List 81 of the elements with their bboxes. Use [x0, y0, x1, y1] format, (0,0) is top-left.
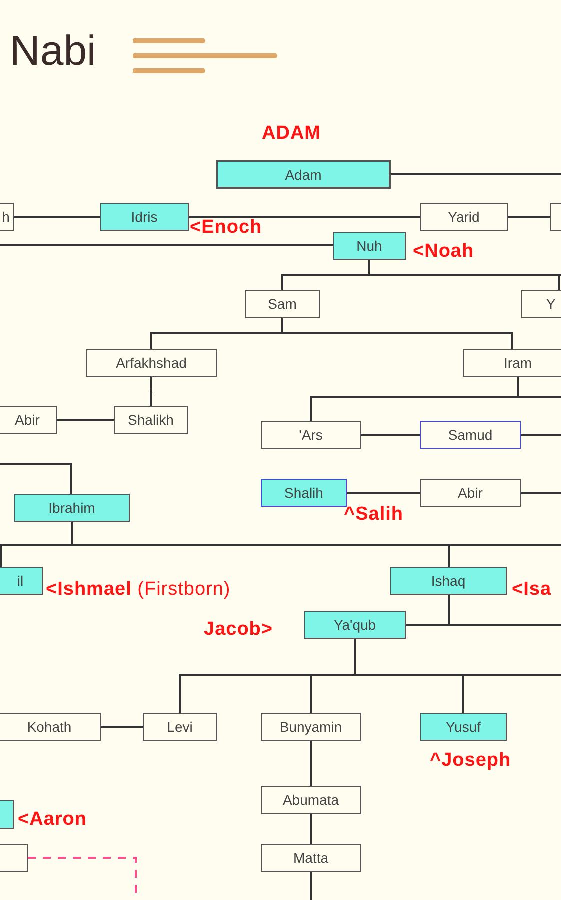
connector-line	[310, 741, 312, 786]
person-name: Y	[546, 296, 556, 312]
name-box	[390, 567, 507, 595]
connector-line	[310, 872, 312, 900]
person-name: Adam	[285, 166, 322, 182]
name-box	[420, 421, 521, 449]
connector-line	[150, 377, 152, 406]
empty-box	[0, 844, 28, 872]
name-box	[245, 290, 320, 318]
name-box	[114, 406, 188, 434]
connector-line	[354, 639, 561, 676]
person-name: Samud	[448, 427, 493, 443]
person-name: Ishaq	[431, 573, 466, 589]
connector-line	[0, 463, 72, 494]
name-box	[261, 421, 361, 449]
annotation-label: <Ishmael (Firstborn)	[46, 580, 231, 601]
annotation-label: ADAM	[262, 124, 321, 145]
connector-line	[391, 174, 561, 176]
person-name: Ya'qub	[334, 617, 376, 633]
name-box	[0, 567, 43, 595]
page-title: Nabi	[10, 28, 96, 74]
connector-line	[517, 377, 561, 398]
name-box	[0, 203, 14, 231]
person-name: 'Ars	[299, 427, 323, 443]
connector-line	[57, 419, 114, 421]
name-box	[261, 844, 361, 872]
name-box	[333, 232, 406, 260]
annotation-label: <Noah	[413, 242, 474, 263]
person-name: Sam	[268, 296, 297, 312]
person-name: h	[2, 209, 10, 225]
connector-line	[521, 492, 561, 494]
person-name: Shalikh	[128, 412, 174, 428]
connector-line	[347, 492, 420, 494]
connector-line	[310, 814, 312, 844]
person-name: Yarid	[448, 209, 480, 225]
name-box	[420, 203, 508, 231]
name-box	[100, 203, 189, 231]
person-name: Arfakhshad	[116, 355, 187, 371]
name-box	[261, 479, 347, 507]
person-name: Abumata	[282, 792, 340, 808]
name-box	[420, 713, 507, 741]
name-box	[304, 611, 406, 639]
name-box	[0, 406, 57, 434]
connector-line	[282, 318, 513, 349]
connector-line	[406, 624, 561, 626]
annotation-label: <Enoch	[190, 218, 262, 239]
person-name: Matta	[293, 850, 328, 866]
person-name: Bunyamin	[280, 719, 342, 735]
person-name: Nuh	[356, 238, 382, 254]
person-name: Abir	[458, 485, 483, 501]
person-name: Abir	[15, 412, 40, 428]
person-name: Shalih	[284, 485, 324, 501]
connector-line	[14, 216, 100, 218]
person-name: Iram	[504, 355, 532, 371]
name-box	[143, 713, 217, 741]
empty-box	[0, 800, 14, 829]
connector-line	[508, 216, 550, 218]
name-box	[261, 713, 361, 741]
connector-line	[101, 726, 143, 728]
name-box	[0, 713, 101, 741]
annotation-label: <Aaron	[18, 810, 87, 831]
name-box	[86, 349, 217, 377]
name-box	[463, 349, 561, 377]
name-box	[216, 160, 391, 189]
person-name: Idris	[131, 209, 158, 225]
person-name: Yusuf	[446, 719, 482, 735]
person-name: Ibrahim	[48, 500, 96, 516]
person-name: Levi	[167, 719, 193, 735]
annotation-label: ^Joseph	[430, 751, 512, 772]
annotation-label: <Isa	[512, 580, 552, 601]
connector-line	[361, 434, 420, 436]
person-name: Kohath	[27, 719, 72, 735]
annotation-label: Jacob>	[204, 620, 274, 641]
name-box	[420, 479, 521, 507]
connector-line	[521, 434, 561, 436]
connector-line	[0, 244, 333, 246]
name-box	[14, 494, 130, 522]
annotation-label: ^Salih	[344, 505, 404, 526]
name-box	[261, 786, 361, 814]
person-name: il	[17, 573, 24, 589]
connector-line	[189, 216, 420, 218]
